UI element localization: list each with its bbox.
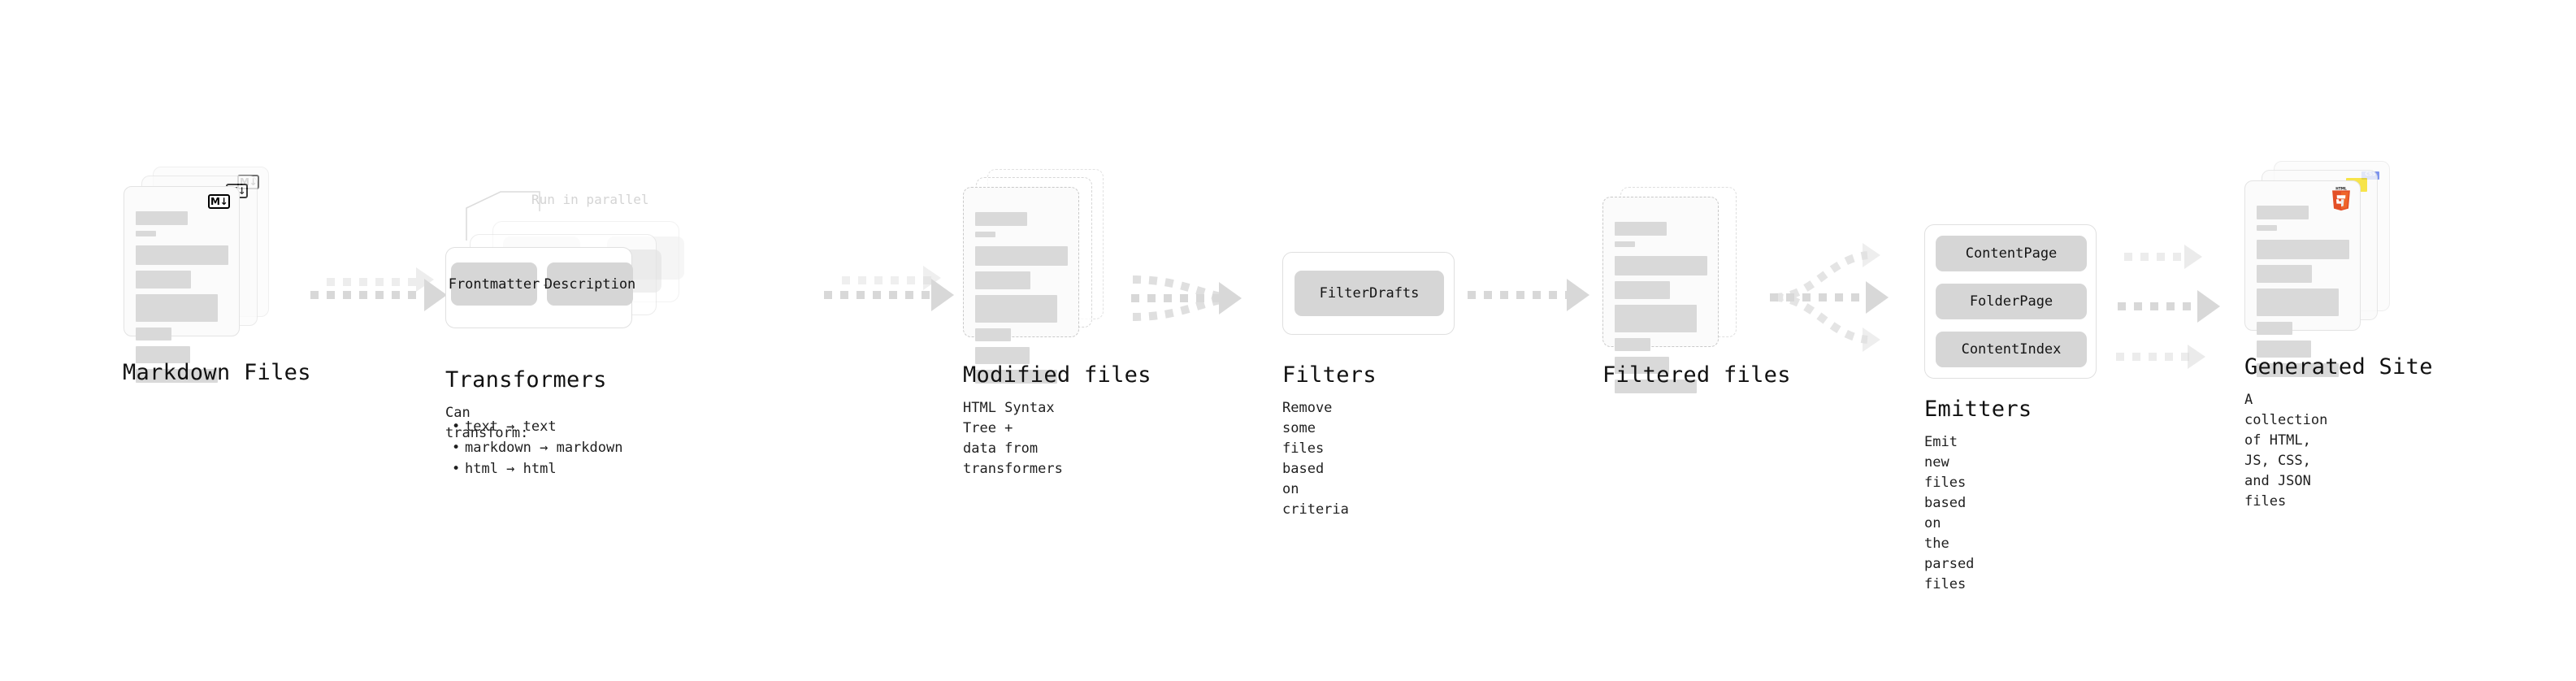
- doc-line: [2257, 288, 2339, 316]
- doc-line: [2257, 340, 2311, 358]
- doc-line: [136, 369, 218, 383]
- arrow-head-middle: [1866, 281, 1889, 314]
- stage-subtitle-filters: Remove some files based on criteria: [1282, 400, 1349, 518]
- arrow-head-top: [2184, 245, 2202, 269]
- html5-badge-glyph: HTML: [2332, 186, 2350, 211]
- doc-line: [975, 212, 1027, 226]
- stage-title-emitters: Emitters: [1924, 397, 2032, 422]
- doc-line: [2257, 240, 2349, 259]
- arrow-dash-bottom: [2116, 353, 2191, 361]
- doc-placeholder-lines: [975, 212, 1068, 389]
- arrow-dash-front: [1131, 294, 1222, 302]
- doc-line: [136, 211, 188, 225]
- arrow-dash-middle: [2118, 302, 2202, 310]
- doc-line: [2257, 206, 2309, 219]
- emitter-node-contentpage[interactable]: ContentPage: [1936, 236, 2087, 271]
- arrow-head-middle: [2197, 290, 2220, 323]
- html5-badge: HTML: [2331, 186, 2352, 215]
- filtered-doc-front: [1602, 197, 1719, 393]
- arrow-head-top: [1863, 243, 1880, 267]
- doc-line: [1615, 305, 1697, 332]
- arrow-filters-to-filtered: [1468, 278, 1606, 327]
- arrow-emitters-to-site: [2113, 232, 2259, 379]
- markdown-badge-front: M↓: [208, 194, 230, 209]
- doc-placeholder-lines: [1615, 222, 1707, 399]
- stage-subtitle-modified-files: HTML Syntax Tree + data from transformer…: [963, 400, 1063, 477]
- stage-title-modified-files: Modified files: [963, 362, 1151, 388]
- stage-title-transformers: Transformers: [445, 367, 607, 393]
- arrow-head-front: [1567, 279, 1589, 311]
- arrow-dash-front: [310, 291, 432, 299]
- doc-line: [2257, 225, 2277, 231]
- stage-title-filtered-files: Filtered files: [1602, 362, 1791, 388]
- emitter-node-contentindex[interactable]: ContentIndex: [1936, 332, 2087, 367]
- doc-line: [1615, 256, 1707, 275]
- arrow-dash-front: [824, 291, 939, 299]
- doc-line: [975, 246, 1068, 266]
- doc-line: [975, 347, 1030, 364]
- stage-title-filters: Filters: [1282, 362, 1377, 388]
- arrow-head-front: [1219, 282, 1242, 314]
- arrow-dash-back: [842, 276, 931, 284]
- doc-placeholder-lines: [136, 211, 228, 388]
- doc-line: [975, 271, 1030, 289]
- arrow-modified-to-filters: [1131, 262, 1286, 343]
- arrow-head-bottom: [2188, 345, 2205, 369]
- doc-line: [1615, 357, 1669, 374]
- doc-line: [136, 231, 156, 236]
- filters-card: FilterDrafts: [1282, 252, 1455, 335]
- stage-subtitle-generated-site: A collection of HTML, JS, CSS, and JSON …: [2244, 392, 2328, 510]
- markdown-badge-glyph: M↓: [208, 194, 230, 209]
- arrow-dash-top: [2124, 253, 2189, 261]
- doc-line: [136, 346, 190, 363]
- modified-doc-front: [963, 187, 1079, 384]
- transformers-bullets: text → text markdown → markdown html → h…: [445, 416, 622, 479]
- doc-line: [1615, 241, 1635, 247]
- doc-line: [975, 328, 1011, 341]
- doc-line: [1615, 222, 1667, 236]
- arrow-dash-back: [327, 278, 424, 286]
- emitters-card: ContentPage FolderPage ContentIndex: [1924, 224, 2097, 379]
- arrow-transformers-to-modified: [824, 266, 970, 341]
- arrow-dash-front: [1468, 291, 1575, 299]
- doc-line: [2257, 322, 2292, 335]
- emitter-node-folderpage[interactable]: FolderPage: [1936, 284, 2087, 319]
- doc-line: [975, 370, 1057, 384]
- run-in-parallel-label: Run in parallel: [531, 192, 649, 207]
- doc-line: [2257, 265, 2312, 283]
- bullet-item: text → text: [445, 416, 622, 437]
- doc-line: [975, 232, 995, 237]
- arrow-dash-middle: [1770, 293, 1874, 301]
- transformer-node-frontmatter[interactable]: Frontmatter: [449, 262, 540, 306]
- arrow-head-front: [931, 279, 954, 311]
- doc-placeholder-lines: [2257, 206, 2349, 383]
- stage-subtitle-emitters: Emit new files based on the parsed files: [1924, 434, 1975, 592]
- doc-line: [136, 327, 171, 340]
- transformer-card-front: Frontmatter Description: [445, 247, 635, 328]
- arrow-head-bottom: [1863, 327, 1880, 352]
- arrow-converge-curves: [1132, 275, 1231, 321]
- doc-line: [1615, 380, 1697, 393]
- bullet-item: html → html: [445, 458, 622, 479]
- doc-line: [1615, 338, 1650, 351]
- bullet-item: markdown → markdown: [445, 437, 622, 458]
- transformer-node-description[interactable]: Description: [544, 262, 635, 306]
- doc-line: [2257, 363, 2339, 377]
- doc-line: [136, 294, 218, 322]
- html5-wordmark: HTML: [2335, 187, 2347, 191]
- arrow-head-front: [424, 279, 447, 311]
- stage-title-markdown-files: Markdown Files: [123, 360, 311, 385]
- doc-line: [1615, 281, 1670, 299]
- doc-line: [975, 295, 1057, 323]
- markdown-doc-front: M↓: [124, 186, 240, 383]
- filter-node-filterdrafts[interactable]: FilterDrafts: [1295, 271, 1444, 316]
- arrow-diverge-curves: [1774, 251, 1868, 344]
- arrow-markdown-to-transformers: [310, 267, 457, 341]
- arrow-filtered-to-emitters: [1770, 236, 1932, 358]
- doc-line: [136, 271, 191, 288]
- site-doc-front: HTML: [2244, 180, 2361, 377]
- run-in-parallel-leader: [466, 191, 540, 241]
- doc-line: [136, 245, 228, 265]
- stage-title-generated-site: Generated Site: [2244, 354, 2433, 380]
